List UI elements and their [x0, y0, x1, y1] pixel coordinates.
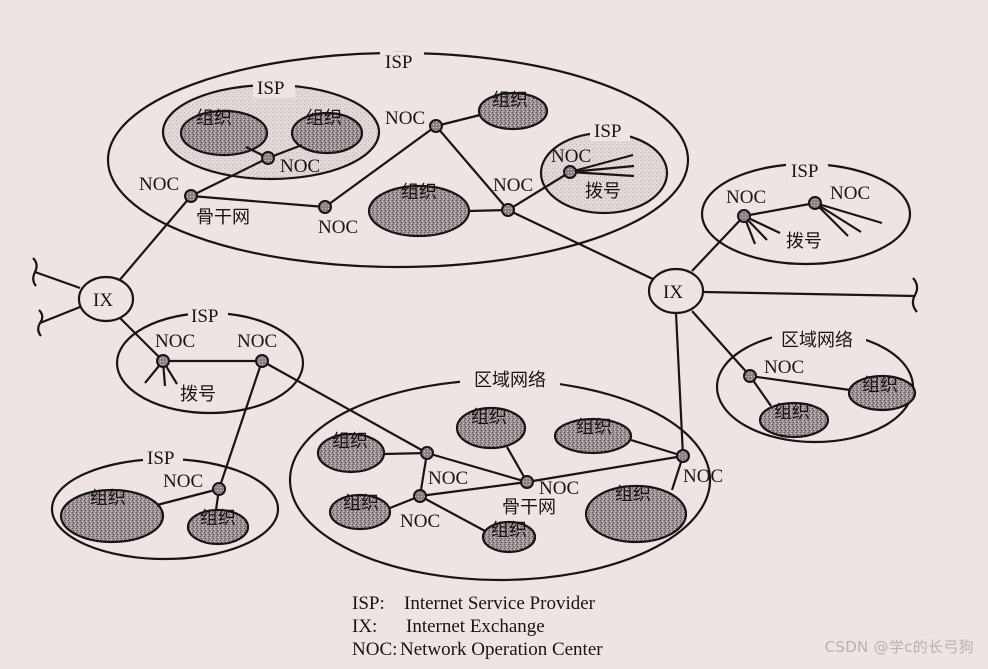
noc-label: NOC — [280, 156, 320, 177]
isp-left-bottom: ISP 组织 组织 — [50, 448, 280, 561]
noc-label: NOC — [163, 471, 203, 492]
ix-node-left: IX — [77, 275, 135, 323]
noc-node — [255, 354, 269, 368]
org-label: 组织 — [774, 402, 810, 423]
noc-node — [420, 446, 434, 460]
isp-label: ISP — [257, 78, 284, 99]
org-label: 组织 — [343, 493, 379, 514]
dialup-label: 拨号 — [585, 181, 621, 202]
noc-node — [184, 189, 198, 203]
isp-label: ISP — [191, 306, 218, 327]
isp-label: ISP — [594, 121, 621, 142]
noc-label: NOC — [385, 108, 425, 129]
org-label: 组织 — [615, 484, 651, 505]
noc-node — [429, 119, 443, 133]
noc-label: NOC — [237, 331, 277, 352]
legend-key: ISP: — [352, 593, 385, 614]
legend-value: Internet Exchange — [406, 616, 545, 637]
org-label: 组织 — [306, 108, 342, 129]
ix-node-right: IX — [647, 267, 705, 315]
regional-network-label: 区域网络 — [781, 330, 853, 351]
noc-node — [318, 200, 332, 214]
legend: ISP: Internet Service Provider IX: Inter… — [352, 592, 603, 661]
noc-nodes — [156, 119, 822, 503]
org-ellipse — [477, 91, 549, 131]
org-label: 组织 — [492, 90, 528, 111]
legend-value: Internet Service Provider — [404, 593, 595, 614]
regional-network-label: 区域网络 — [474, 370, 546, 391]
noc-node — [212, 482, 226, 496]
org-label: 组织 — [576, 417, 612, 438]
noc-label: NOC — [551, 146, 591, 167]
noc-label: NOC — [139, 174, 179, 195]
regional-network-center: 区域网络 组织 组织 组织 组织 组织 组织 — [288, 369, 712, 582]
legend-key: IX: — [352, 616, 378, 637]
isp-label: ISP — [385, 52, 412, 73]
legend-row-ix: IX: Internet Exchange — [352, 615, 603, 638]
isp-label: ISP — [791, 161, 818, 182]
org-label: 组织 — [471, 407, 507, 428]
legend-row-noc: NOC: Network Operation Center — [352, 638, 603, 661]
noc-label: NOC — [428, 468, 468, 489]
noc-label: NOC — [318, 217, 358, 238]
legend-row-isp: ISP: Internet Service Provider — [352, 592, 603, 615]
link-continuation-bracket — [37, 309, 44, 337]
org-label: 组织 — [401, 182, 437, 203]
noc-node — [676, 449, 690, 463]
isp-left-middle: ISP — [115, 306, 305, 415]
org-label: 组织 — [90, 488, 126, 509]
legend-value: Network Operation Center — [400, 639, 603, 660]
link-continuation-bracket — [911, 277, 919, 313]
link-continuation-bracket — [32, 257, 38, 287]
dialup-label: 拨号 — [786, 231, 822, 252]
noc-node — [808, 196, 822, 210]
noc-node — [563, 165, 577, 179]
org-label: 组织 — [200, 508, 236, 529]
ix-label: IX — [663, 282, 683, 303]
legend-key: NOC: — [352, 639, 398, 660]
org-label: 组织 — [862, 375, 898, 396]
org-label: 组织 — [332, 431, 368, 452]
noc-node — [261, 151, 275, 165]
noc-label: NOC — [830, 183, 870, 204]
noc-label: NOC — [726, 187, 766, 208]
isp-right-top: ISP — [700, 161, 912, 266]
noc-node — [737, 209, 751, 223]
noc-label: NOC — [493, 175, 533, 196]
isp-label: ISP — [147, 448, 174, 469]
noc-node — [156, 354, 170, 368]
noc-node — [743, 369, 757, 383]
backbone-label: 骨干网 — [502, 497, 556, 518]
noc-node — [520, 475, 534, 489]
isp-top-large: ISP — [106, 51, 690, 269]
csdn-watermark: CSDN @学c的长弓狗 — [824, 638, 974, 656]
noc-node — [501, 203, 515, 217]
noc-label: NOC — [539, 478, 579, 499]
regional-network-right: 区域网络 组织 组织 — [715, 329, 917, 444]
ix-label: IX — [93, 290, 113, 311]
noc-label: NOC — [683, 466, 723, 487]
isp-top-inner-left: ISP 组织 组织 — [161, 78, 381, 181]
links — [34, 113, 916, 532]
noc-labels: NOC NOC NOC NOC NOC NOC NOC NOC NOC NOC … — [139, 108, 870, 532]
org-label: 组织 — [491, 520, 527, 541]
noc-node — [413, 489, 427, 503]
backbone-label: 骨干网 — [196, 207, 250, 228]
noc-label: NOC — [400, 511, 440, 532]
org-label: 组织 — [196, 108, 232, 129]
noc-label: NOC — [764, 357, 804, 378]
noc-label: NOC — [155, 331, 195, 352]
dialup-label: 拨号 — [180, 384, 216, 405]
isp-top-inner-right: ISP — [539, 121, 669, 215]
